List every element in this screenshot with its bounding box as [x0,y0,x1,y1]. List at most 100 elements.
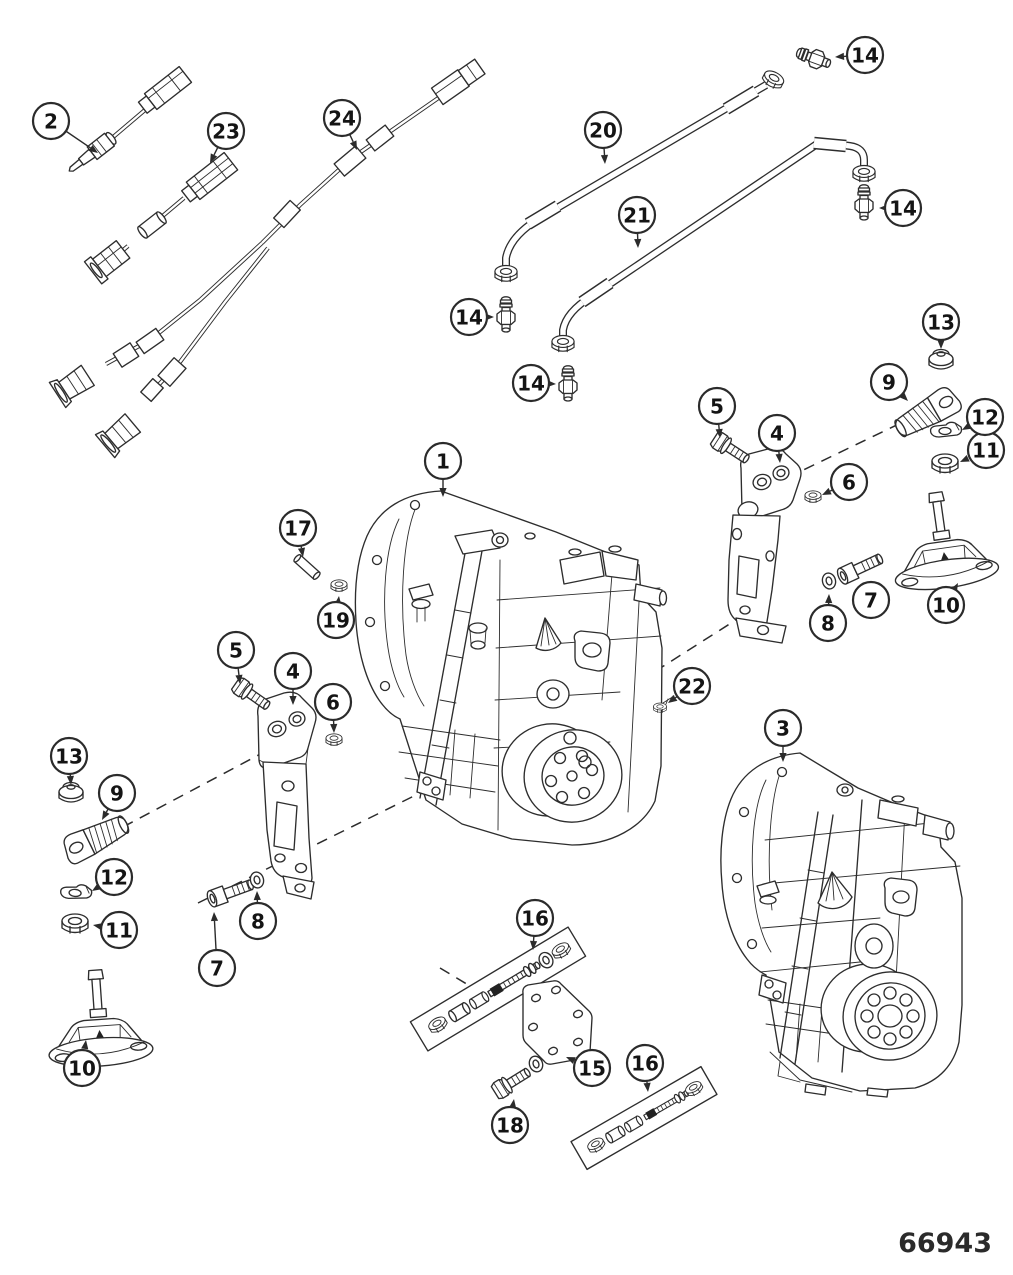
part-8-washer-right [819,570,839,592]
part-10-mount-left [42,965,155,1071]
callout-number: 7 [864,589,878,613]
callout-8: 8 [808,594,848,643]
part-12-tab-washer-left [59,882,93,902]
callout-number: 24 [328,107,356,131]
callout-number: 8 [251,910,265,934]
part-17-pin [293,554,321,580]
callout-number: 7 [210,957,224,981]
callout-20: 20 [583,110,623,164]
callout-5: 5 [697,386,737,438]
callout-16: 16 [625,1043,665,1092]
part-7-bolt-right [834,549,887,587]
callout-number: 23 [212,120,240,144]
callout-number: 19 [322,609,350,633]
callout-4: 4 [757,413,797,463]
callout-23: 23 [206,111,246,163]
callout-14: 14 [511,363,556,403]
part-9-link-left [58,809,134,867]
part-5-bolt-left [229,675,275,715]
part-24-harness [48,58,486,459]
part-23-connector-lead [83,151,239,285]
part-6-nut-left [325,733,343,746]
part-19-nut [330,579,348,592]
callout-12: 12 [962,397,1005,437]
callout-10: 10 [62,1040,102,1088]
callout-number: 6 [326,691,340,715]
callout-number: 4 [286,660,300,684]
callout-7: 7 [851,580,891,620]
callout-21: 21 [617,195,657,248]
callout-14: 14 [835,35,885,75]
callout-number: 4 [770,422,784,446]
callout-3: 3 [763,708,803,762]
callout-2: 2 [31,101,98,153]
callout-number: 14 [889,197,917,221]
part-1-transmission [354,490,668,846]
callout-number: 2 [44,110,58,134]
callout-16: 16 [515,898,555,950]
part-21-hose [551,136,876,353]
part-6-nut-right [804,490,822,503]
part-10-mount-right [883,484,1002,596]
fitting-14 [558,365,578,402]
callout-24: 24 [322,98,362,150]
callout-1: 1 [423,441,463,497]
callout-18: 18 [490,1099,530,1145]
part-7-bolt-left [204,875,257,909]
callout-number: 11 [105,919,133,943]
callout-number: 5 [710,395,724,419]
callout-number: 15 [578,1057,606,1081]
callout-number: 16 [521,907,549,931]
callout-number: 16 [631,1052,659,1076]
callout-number: 10 [932,594,960,618]
callout-number: 8 [821,612,835,636]
part-14-fittings [496,42,874,402]
callout-number: 13 [55,745,83,769]
part-12-tab-washer-right [929,421,963,438]
part-13-locknut-left [58,781,84,803]
callout-6: 6 [822,462,869,502]
callout-10: 10 [926,583,966,625]
callout-number: 11 [972,439,1000,463]
part-3-transmission [720,752,963,1098]
fitting-14 [854,184,874,221]
callout-8: 8 [238,891,278,941]
callout-number: 9 [882,371,896,395]
part-16-stud-kit-upper [409,926,587,1052]
part-5-bolt-right [708,429,754,469]
callout-13: 13 [49,736,89,785]
part-15-plate [522,980,593,1065]
callout-11: 11 [960,430,1006,470]
callout-number: 6 [842,471,856,495]
callout-number: 22 [678,675,706,699]
part-11-nut-right [931,453,959,474]
callout-number: 17 [284,517,312,541]
callout-number: 1 [436,450,450,474]
part-13-locknut-right [928,348,954,370]
callout-11: 11 [93,910,139,950]
callout-17: 17 [278,508,318,557]
callout-14: 14 [879,188,923,228]
part-11-nut-left [61,913,89,934]
part-4-bracket-left [257,691,317,900]
callout-19: 19 [316,596,356,640]
callout-number: 12 [100,866,128,890]
part-4-bracket-right [727,447,802,644]
callout-number: 14 [517,372,545,396]
drawing-number: 66943 [898,1228,992,1259]
fitting-14 [496,296,516,333]
callout-9: 9 [869,362,909,402]
callout-number: 14 [455,306,483,330]
callout-number: 10 [68,1057,96,1081]
callout-22: 22 [668,666,712,706]
part-2-sender-lead [68,65,193,172]
callout-5: 5 [216,630,256,684]
callout-number: 5 [229,639,243,663]
callout-number: 3 [776,717,790,741]
callout-6: 6 [313,682,353,733]
callout-layer: 1234455667788991010111112121313141414141… [31,35,1006,1145]
part-18-bolt [489,1053,546,1101]
callout-7: 7 [197,912,237,988]
callout-number: 21 [623,204,651,228]
callout-number: 20 [589,119,617,143]
